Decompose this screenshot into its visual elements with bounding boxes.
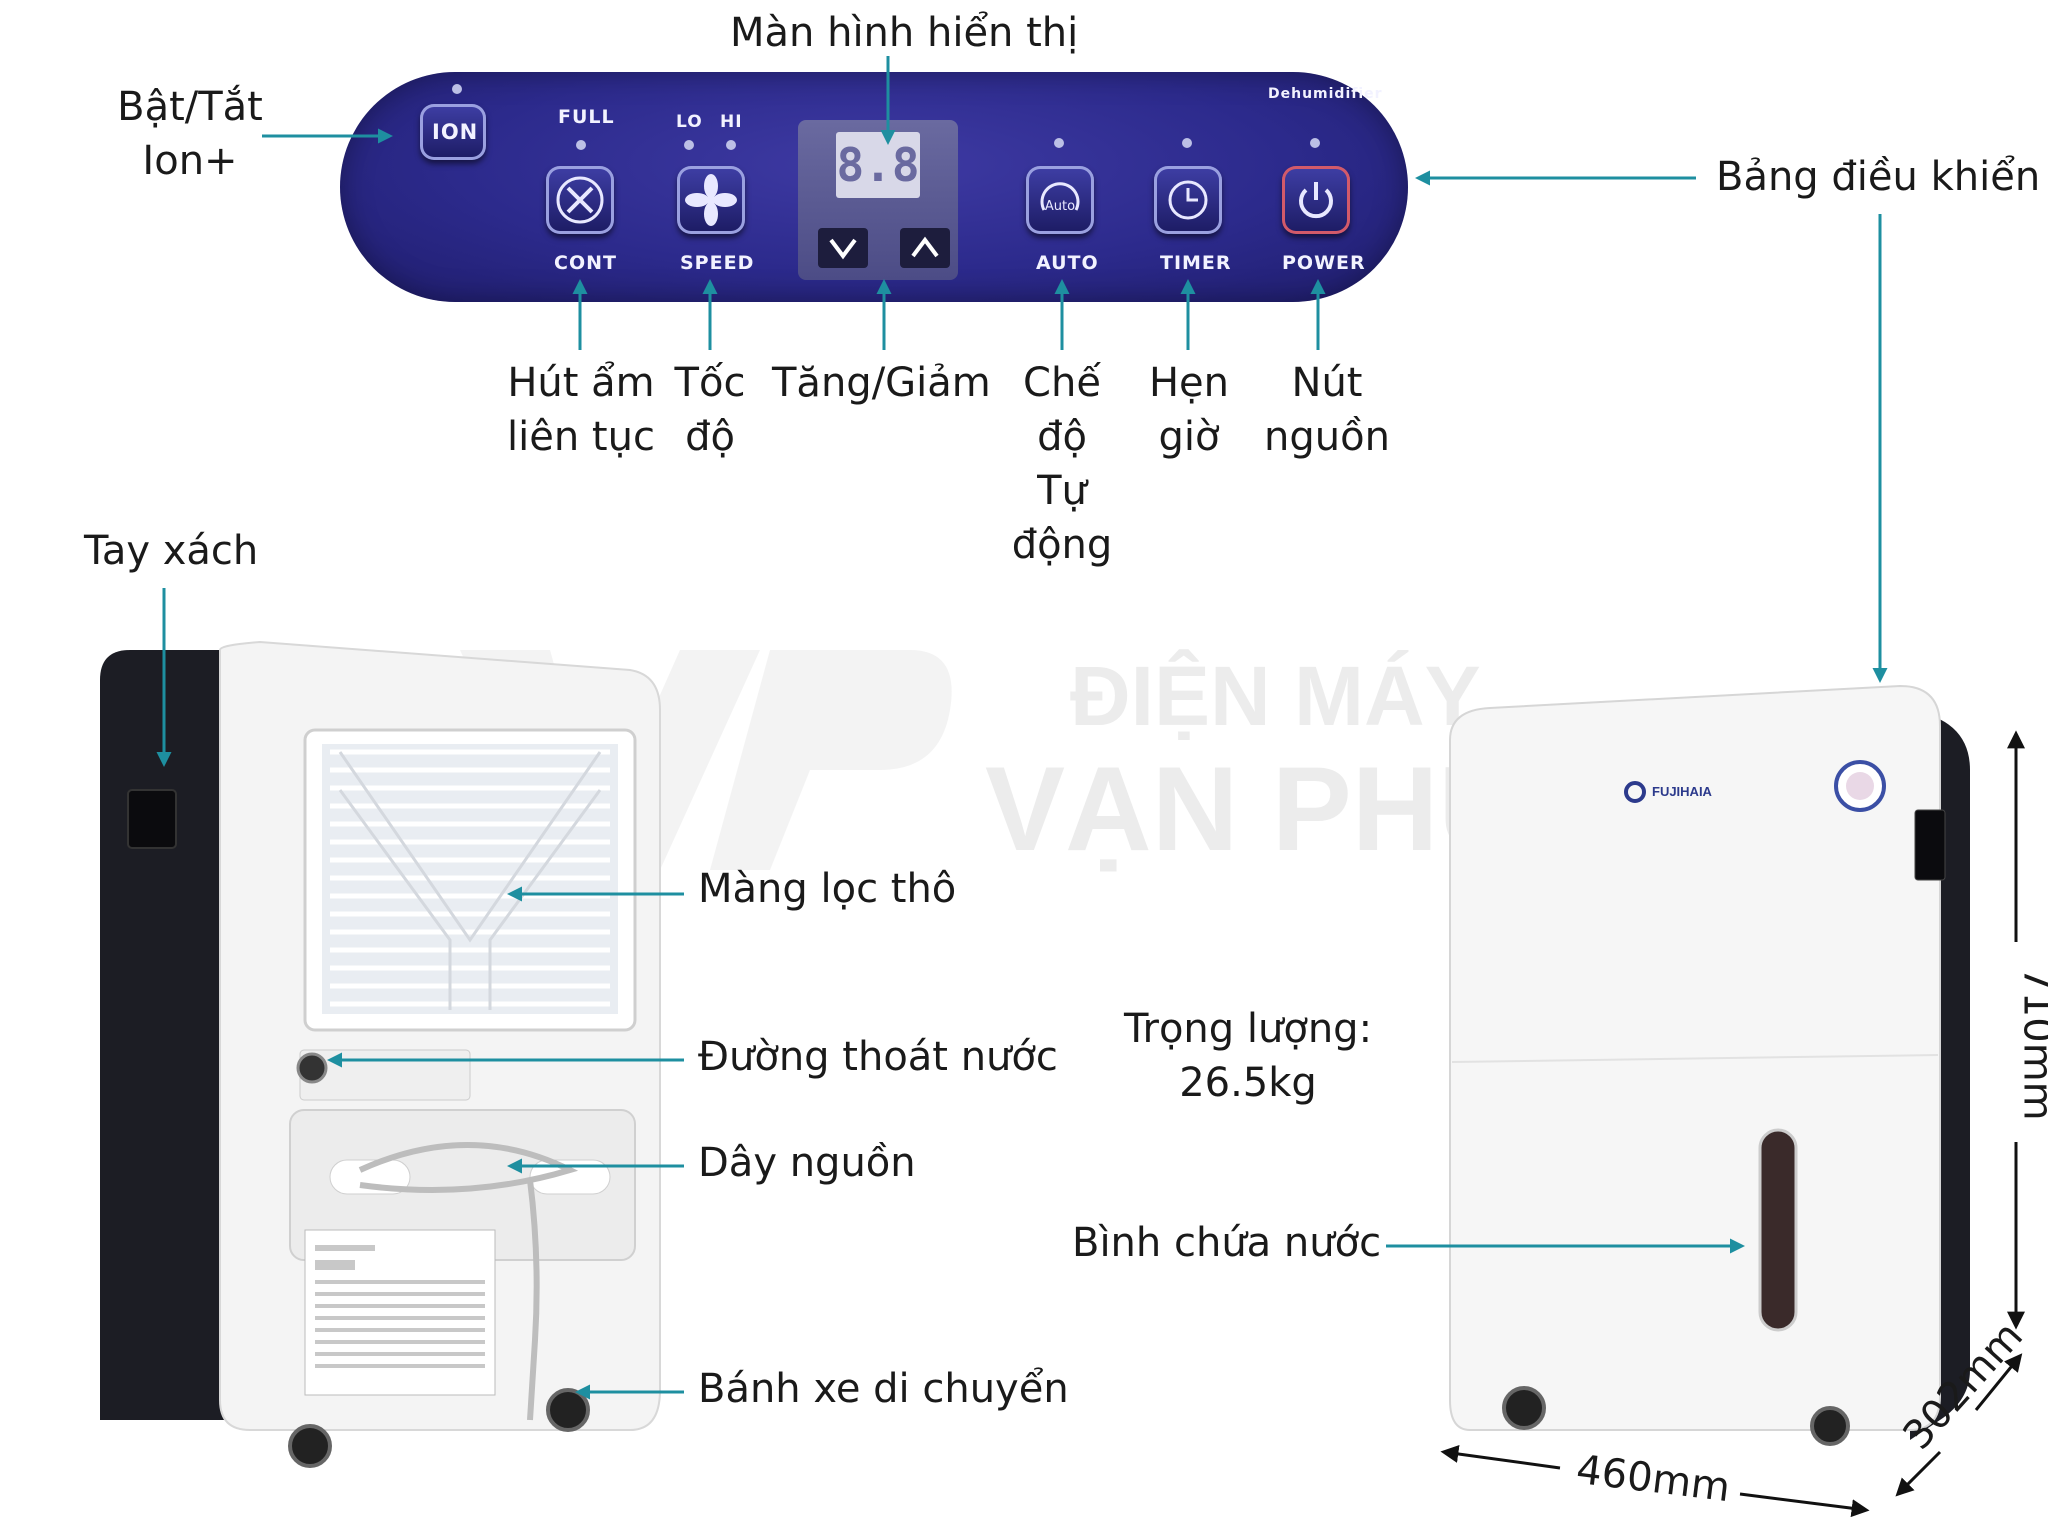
auto-icon: Auto xyxy=(1040,182,1080,214)
callout-display: Màn hình hiển thị xyxy=(730,10,1079,56)
power-cord xyxy=(358,1142,579,1421)
callout-power-line1: Nút xyxy=(1291,360,1363,406)
up-button[interactable] xyxy=(900,228,950,268)
auto-button[interactable]: Auto xyxy=(1026,166,1094,234)
power-led xyxy=(1310,138,1320,148)
callout-cont-line2: liên tục xyxy=(507,414,655,460)
callout-handle: Tay xách xyxy=(84,528,259,574)
full-indicator-label: FULL xyxy=(558,106,615,128)
timer-led xyxy=(1182,138,1192,148)
ion-led xyxy=(452,84,462,94)
auto-label: AUTO xyxy=(1036,252,1099,274)
callout-updown: Tăng/Giảm xyxy=(772,360,991,406)
callout-auto-line1: Chế xyxy=(1023,360,1101,406)
clock-icon xyxy=(1168,180,1208,220)
handle xyxy=(127,789,177,849)
brand-logo-icon xyxy=(1624,781,1646,803)
wheel xyxy=(288,1424,332,1468)
cont-button[interactable] xyxy=(546,166,614,234)
wheel xyxy=(1810,1406,1850,1446)
down-button[interactable] xyxy=(818,228,868,268)
timer-button[interactable] xyxy=(1154,166,1222,234)
wheel xyxy=(546,1388,590,1432)
callout-drain: Đường thoát nước xyxy=(698,1034,1058,1080)
power-label: POWER xyxy=(1282,252,1366,274)
cont-label: CONT xyxy=(554,252,617,274)
speed-label: SPEED xyxy=(680,252,755,274)
ion-button-label: ION xyxy=(432,120,479,144)
callout-wheels: Bánh xe di chuyển xyxy=(698,1366,1069,1412)
callout-power-line2: nguồn xyxy=(1264,414,1390,460)
svg-text:Auto: Auto xyxy=(1045,199,1075,214)
display-digits: 8.8 xyxy=(836,132,920,198)
full-led xyxy=(576,140,586,150)
dimension-height: 710mm xyxy=(2014,966,2048,1121)
callout-speed-line2: độ xyxy=(685,414,735,460)
lo-indicator-label: LO xyxy=(676,112,703,132)
callout-speed-line1: Tốc xyxy=(674,360,746,406)
dehumidifier-front-view xyxy=(1449,684,1970,1446)
watermark-line1: ĐIỆN MÁY xyxy=(1070,649,1481,743)
auto-led xyxy=(1054,138,1064,148)
power-button[interactable] xyxy=(1282,166,1350,234)
chevron-up-icon xyxy=(911,236,939,258)
panel-brand-text: Dehumidifier xyxy=(1268,86,1383,102)
callout-control-panel: Bảng điều khiển xyxy=(1716,154,2041,200)
callout-tank: Bình chứa nước xyxy=(1072,1220,1382,1266)
callout-auto-line2: độ xyxy=(1037,414,1087,460)
lo-led xyxy=(684,140,694,150)
callout-weight-line2: 26.5kg xyxy=(1179,1060,1317,1106)
callout-cont-line1: Hút ẩm xyxy=(507,360,655,406)
hi-led xyxy=(726,140,736,150)
callout-ion-line1: Bật/Tắt xyxy=(117,84,263,130)
callout-timer-line2: giờ xyxy=(1158,414,1220,460)
callout-timer-line1: Hẹn xyxy=(1148,360,1230,406)
dehumidifier-back-view xyxy=(100,640,661,1468)
callout-weight-line1: Trọng lượng: xyxy=(1123,1006,1373,1052)
hi-indicator-label: HI xyxy=(720,112,743,132)
callout-ion-line2: Ion+ xyxy=(142,138,238,184)
water-tank-window xyxy=(1758,1128,1798,1332)
speed-button[interactable] xyxy=(677,166,745,234)
callout-auto-line3: Tự xyxy=(1037,468,1087,514)
chevron-down-icon xyxy=(829,238,857,260)
timer-label: TIMER xyxy=(1160,252,1232,274)
fan-icon xyxy=(685,174,737,226)
callout-cord: Dây nguồn xyxy=(698,1140,916,1186)
callout-filter: Màng lọc thô xyxy=(698,866,957,912)
power-icon xyxy=(1299,182,1333,219)
ion-button[interactable]: ION xyxy=(420,104,486,160)
wheel xyxy=(1502,1386,1546,1430)
fan-cross-icon xyxy=(556,176,604,224)
product-brand: FUJIHAIA xyxy=(1652,784,1712,799)
callout-auto-line4: động xyxy=(1011,522,1113,568)
